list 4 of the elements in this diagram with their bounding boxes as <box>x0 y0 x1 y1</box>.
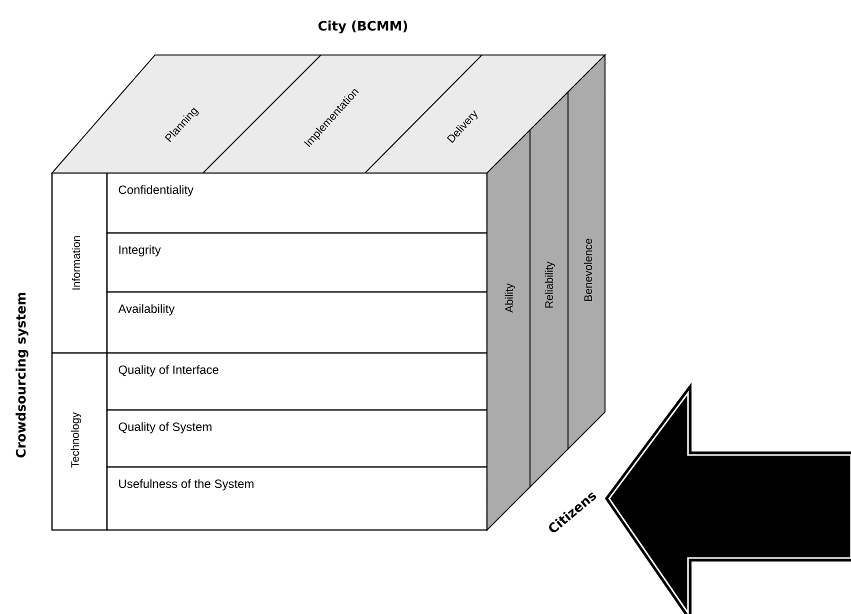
axis-label: City (BCMM) <box>318 20 408 34</box>
axis-label: Crowdsourcing system <box>16 292 28 458</box>
group-cell: Information <box>51 172 108 354</box>
group-cell: Technology <box>51 352 108 531</box>
